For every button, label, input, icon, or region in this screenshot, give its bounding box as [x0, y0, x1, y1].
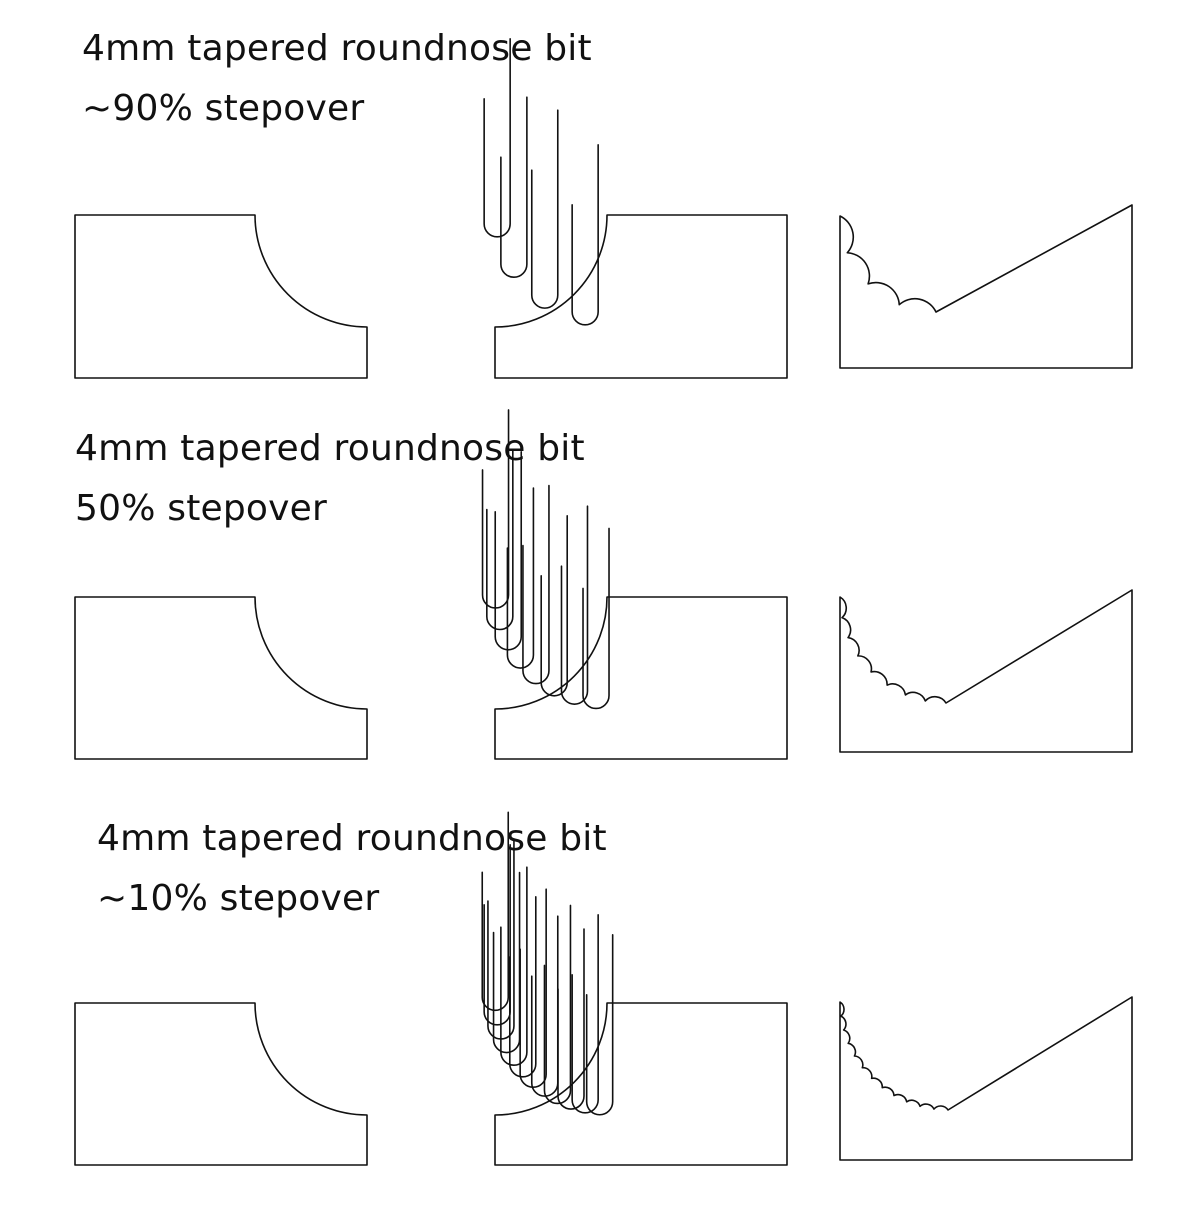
bit-pass: [530, 109, 559, 309]
bit-passes: [481, 811, 614, 1116]
bit-pass: [506, 487, 535, 669]
bit-pass: [585, 933, 614, 1116]
target-profile: [74, 214, 368, 379]
bit-pass: [483, 844, 511, 1026]
stepover-label: 50% stepover: [75, 488, 328, 529]
section-label: 4mm tapered roundnose bit ~10% stepover: [97, 818, 607, 920]
section-50-percent: 4mm tapered roundnose bit 50% stepover: [0, 0, 1200, 760]
bit-passes: [481, 409, 610, 710]
bit-pass: [530, 915, 559, 1097]
bit-pass: [500, 866, 528, 1067]
stepover-label: ~10% stepover: [97, 878, 380, 919]
bit-pass: [571, 144, 599, 326]
bit-pass: [494, 450, 523, 651]
section-10-percent: 4mm tapered roundnose bit ~10% stepover: [0, 0, 1200, 1166]
bit-pass: [481, 811, 510, 1012]
bit-pass: [500, 96, 528, 279]
bit-pass: [540, 514, 569, 697]
bit-title: 4mm tapered roundnose bit: [82, 28, 592, 69]
bit-pass: [557, 928, 585, 1110]
bit-pass: [508, 896, 537, 1078]
scalloped-edge: [839, 996, 1133, 1161]
toolpath-diagram: [483, 38, 788, 379]
section-label: 4mm tapered roundnose bit ~90% stepover: [82, 28, 592, 130]
bit-pass: [571, 914, 599, 1114]
target-profile: [74, 596, 368, 760]
bit-pass: [487, 840, 515, 1040]
bit-title: 4mm tapered roundnose bit: [97, 818, 607, 859]
bit-pass: [543, 904, 572, 1105]
scalloped-edge: [839, 204, 1133, 369]
stepover-label: ~90% stepover: [82, 88, 365, 129]
result-profile: [839, 204, 1133, 369]
toolpath-diagram: [481, 409, 788, 760]
bit-pass: [582, 527, 610, 710]
bit-passes: [483, 38, 599, 326]
bit-pass: [492, 871, 521, 1054]
result-profile: [839, 589, 1133, 753]
bit-pass: [522, 484, 550, 685]
section-label: 4mm tapered roundnose bit 50% stepover: [75, 428, 585, 530]
bit-pass: [481, 409, 510, 609]
scalloped-edge: [839, 589, 1133, 753]
section-90-percent: 4mm tapered roundnose bit ~90% stepover: [0, 0, 1200, 400]
bit-pass: [486, 448, 514, 631]
bit-title: 4mm tapered roundnose bit: [75, 428, 585, 469]
bit-pass: [483, 38, 511, 238]
